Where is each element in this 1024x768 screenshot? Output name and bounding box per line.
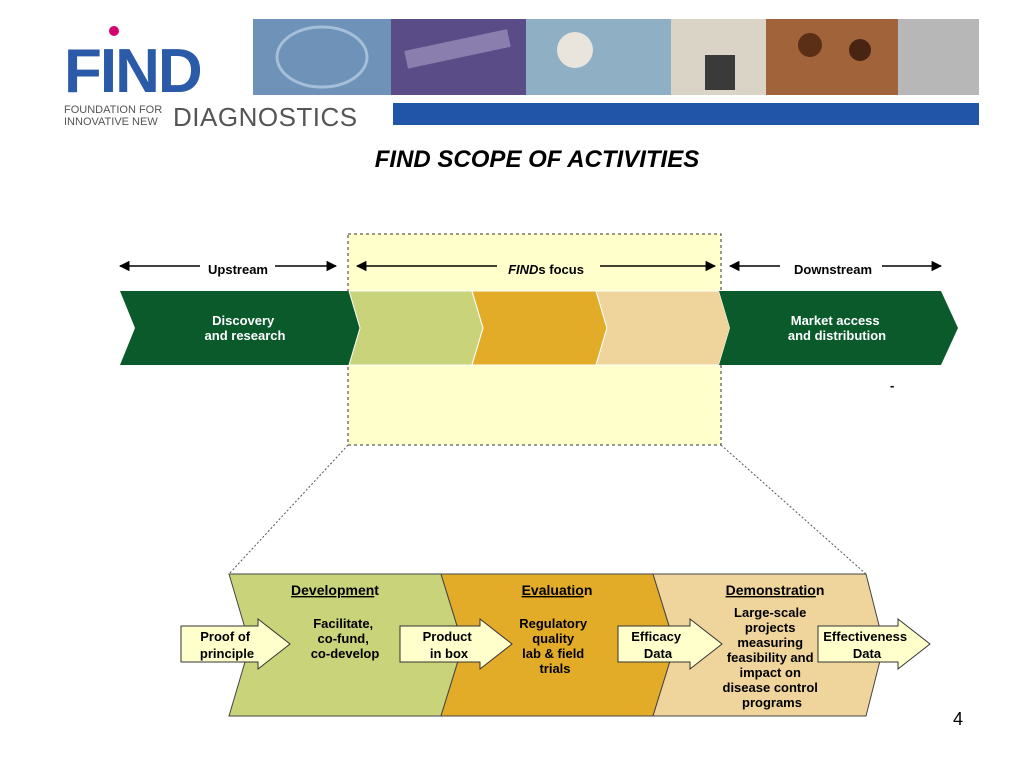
zoom-guide-left: [228, 444, 349, 575]
dash-mark: -: [890, 378, 894, 393]
worker-head-icon: [557, 32, 593, 68]
logo-line2: INNOVATIVE NEW: [64, 116, 158, 128]
focus-chevron-1: [348, 290, 484, 366]
page-number: 4: [953, 709, 963, 729]
person-icon: [798, 33, 822, 57]
demonstration-body: Large-scale projects measuring feasibili…: [723, 605, 822, 710]
logo-line1: FOUNDATION FOR: [64, 104, 162, 116]
proof-label: Proof of principle: [200, 629, 254, 661]
xray-rib-icon: [275, 25, 369, 89]
efficacy-arrow: [617, 617, 723, 671]
focus-chevron-2: [471, 290, 608, 366]
market-label: Market access and distribution: [788, 313, 886, 343]
evaluation-body: Regulatory quality lab & field trials: [519, 616, 591, 676]
upstream-label: Upstream: [208, 262, 268, 277]
product-arrow: [399, 617, 513, 671]
slide-glass-icon: [404, 29, 511, 69]
downstream-label: Downstream: [794, 262, 872, 277]
photo-grey: [898, 19, 979, 95]
effectiveness-label: Effectiveness Data: [823, 629, 910, 661]
person-icon: [849, 39, 871, 61]
page-title: FIND SCOPE OF ACTIVITIES: [375, 146, 699, 173]
demonstration-heading: Demonstration: [726, 582, 825, 598]
microscope-icon: [705, 55, 735, 90]
discovery-chevron: [120, 291, 360, 365]
product-label: Product in box: [423, 629, 476, 661]
blue-bar: [393, 103, 979, 125]
photo-family: [766, 19, 898, 95]
stage-detail: Development Evaluation Demonstration Fac…: [180, 573, 931, 717]
evaluation-heading: Evaluation: [522, 582, 593, 598]
effectiveness-arrow: [817, 617, 931, 671]
photo-xray: [253, 19, 391, 95]
photo-banner: [253, 19, 979, 95]
proof-arrow: [180, 617, 291, 671]
discovery-label: Discovery and research: [205, 313, 286, 343]
logo-dot-icon: [109, 26, 119, 36]
logo-wordmark: FIND: [64, 37, 201, 106]
development-heading: Development: [291, 582, 379, 598]
focus-label: FINDs focus: [508, 262, 584, 277]
focus-chevron-3: [595, 290, 731, 366]
value-chain: Upstream FINDs focus Downstream Discover…: [118, 233, 958, 446]
market-chevron: [719, 291, 958, 365]
logo: FIND FOUNDATION FOR INNOVATIVE NEW DIAGN…: [64, 26, 358, 132]
logo-diagnostics: DIAGNOSTICS: [173, 102, 358, 132]
efficacy-label: Efficacy Data: [631, 629, 685, 661]
zoom-guide-right: [720, 444, 867, 575]
photo-lab-worker: [526, 19, 671, 95]
development-body: Facilitate, co-fund, co-develop: [311, 616, 380, 661]
